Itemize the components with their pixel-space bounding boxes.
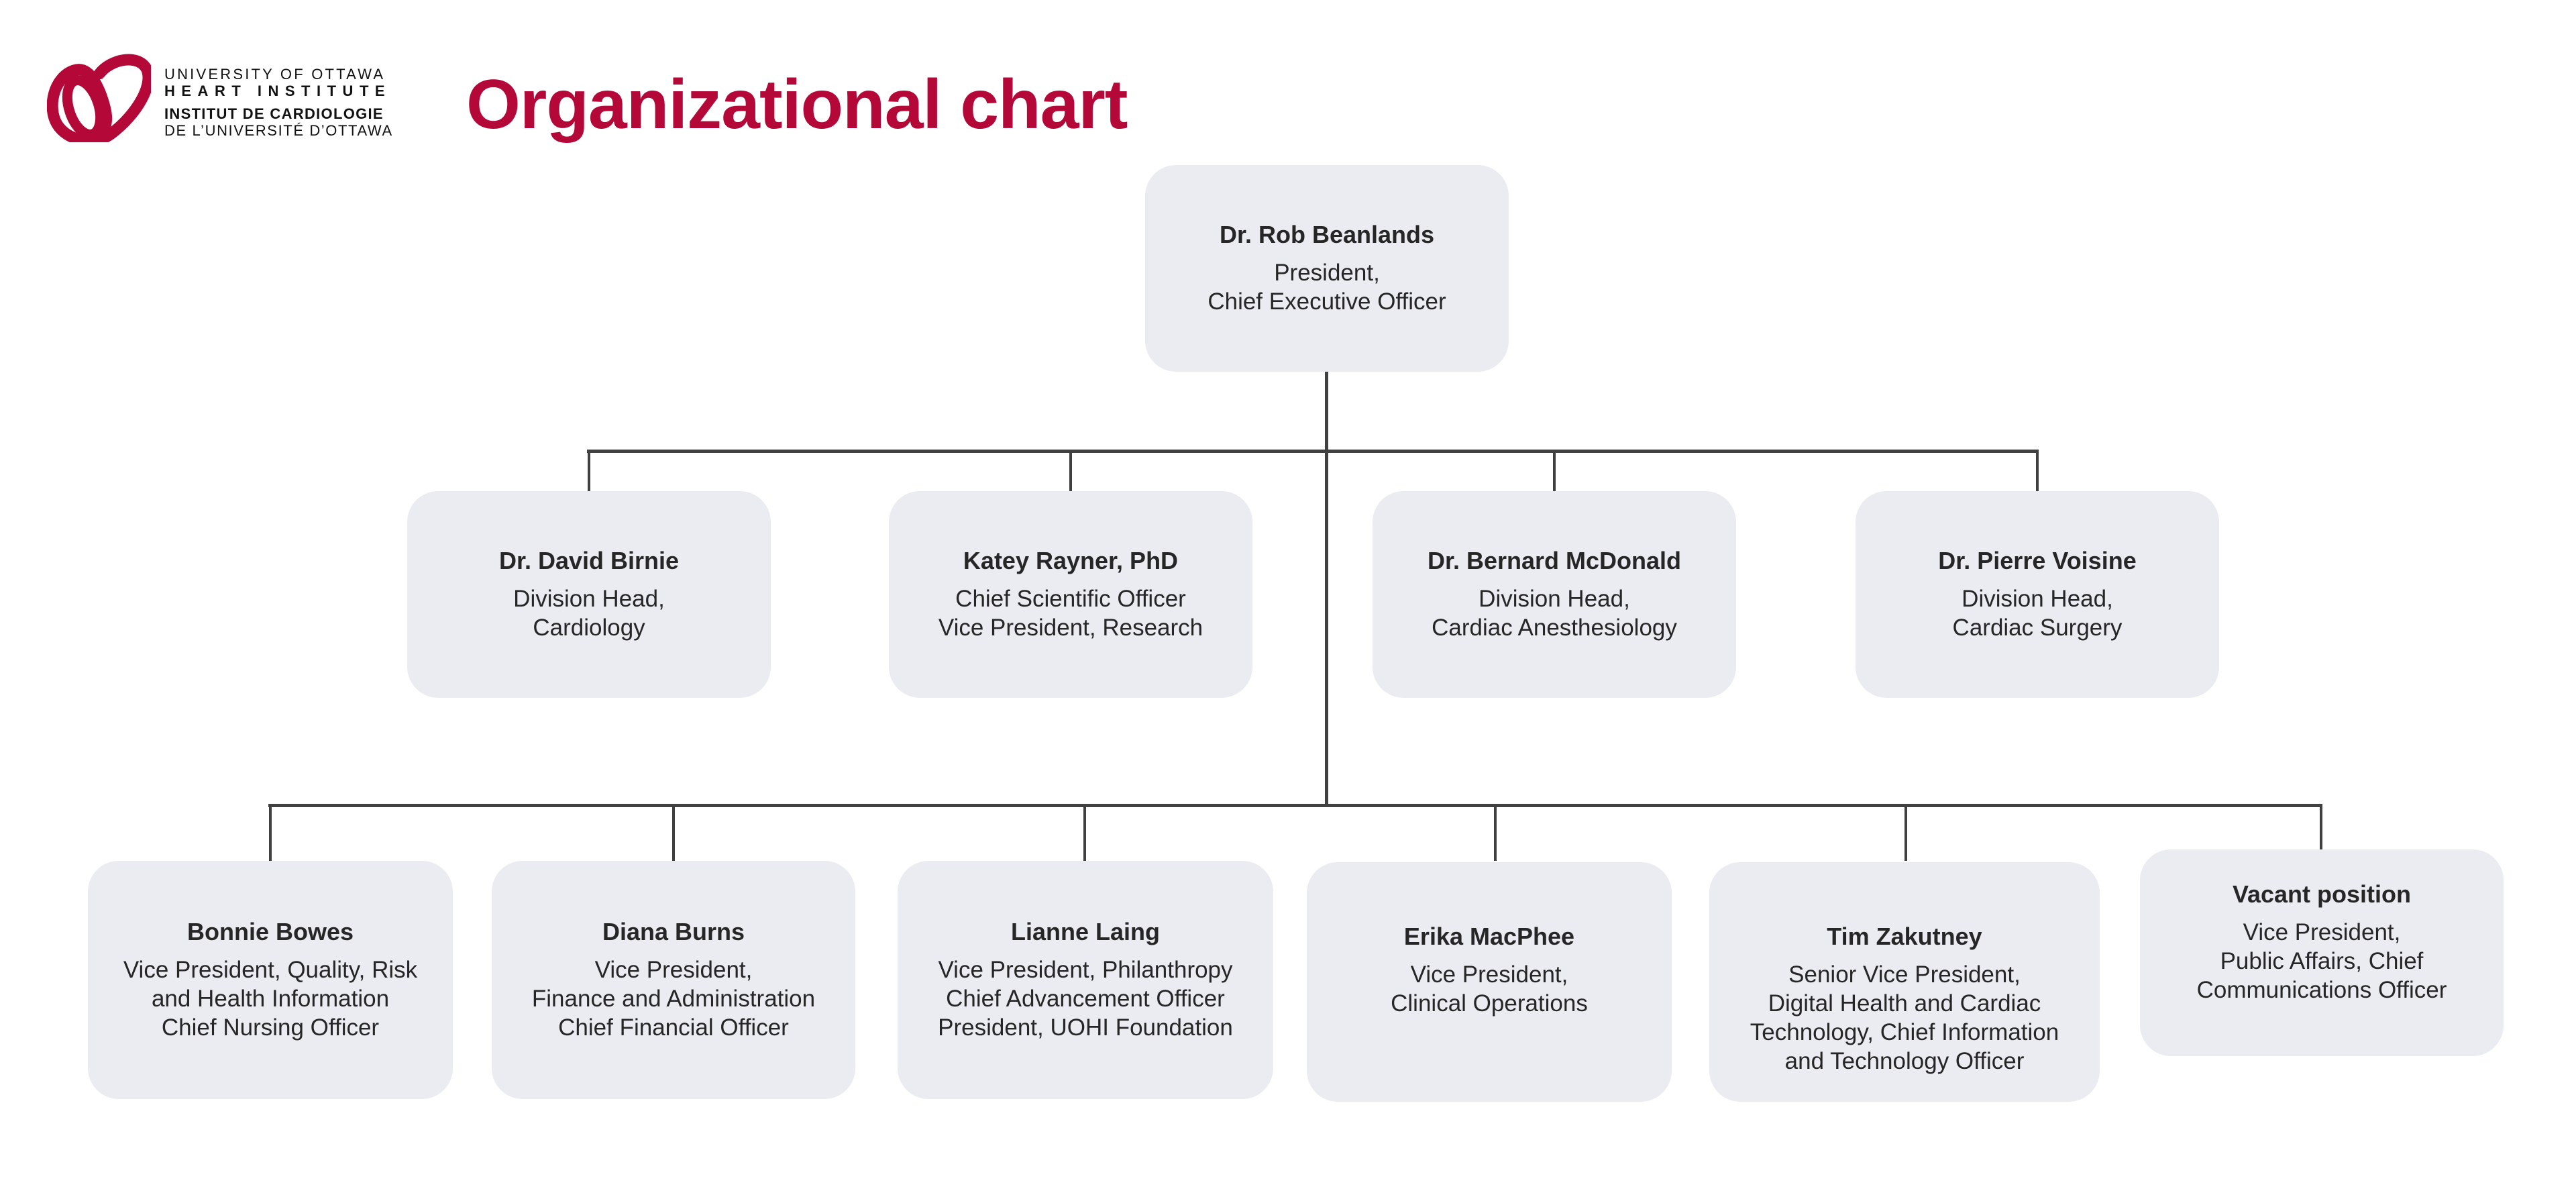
node-role-line: Vice President, (1410, 961, 1568, 988)
org-node-row2-1: Dr. David Birnie Division Head, Cardiolo… (407, 491, 771, 698)
connector-drop-row3-3 (1083, 804, 1086, 861)
node-role-line: Cardiology (533, 615, 645, 641)
org-node-row3-3: Lianne Laing Vice President, Philanthrop… (898, 861, 1273, 1099)
page-title: Organizational chart (466, 66, 1128, 144)
connector-trunk (1325, 371, 1328, 807)
node-role-line: Vice President, (2243, 919, 2401, 945)
node-name: Dr. Rob Beanlands (1219, 221, 1435, 248)
heart-institute-logo: UNIVERSITY OF OTTAWA HEART INSTITUTE INS… (47, 54, 402, 144)
logo-text-line-3: INSTITUT DE CARDIOLOGIE (164, 105, 384, 122)
logo-text-line-1: UNIVERSITY OF OTTAWA (164, 66, 386, 83)
node-role-line: and Technology Officer (1784, 1048, 2025, 1074)
org-node-row2-3: Dr. Bernard McDonald Division Head, Card… (1373, 491, 1736, 698)
org-node-row2-2: Katey Rayner, PhD Chief Scientific Offic… (889, 491, 1252, 698)
node-role-line: Clinical Operations (1391, 990, 1588, 1017)
node-role-line: Chief Financial Officer (558, 1014, 789, 1041)
node-role-line: Vice President, (594, 957, 753, 983)
node-role-line: Vice President, Research (938, 615, 1203, 641)
org-node-row3-6: Vacant position Vice President, Public A… (2140, 849, 2504, 1056)
connector-bus-row3 (268, 804, 2322, 807)
node-role-line: Chief Advancement Officer (946, 986, 1225, 1012)
node-role-line: Technology, Chief Information (1750, 1019, 2059, 1045)
node-name: Tim Zakutney (1827, 923, 1982, 950)
node-name: Erika MacPhee (1403, 923, 1575, 950)
org-node-row3-1: Bonnie Bowes Vice President, Quality, Ri… (88, 861, 453, 1099)
node-role-line: and Health Information (151, 986, 390, 1012)
node-role-line: Vice President, Philanthropy (938, 957, 1233, 983)
node-role-line: Senior Vice President, (1788, 961, 2021, 988)
node-role-line: Division Head, (513, 586, 665, 612)
node-name: Bonnie Bowes (186, 918, 354, 945)
connector-drop-row2-2 (1069, 450, 1072, 492)
node-role-line: Division Head, (1962, 586, 2113, 612)
node-name: Katey Rayner, PhD (963, 547, 1179, 574)
node-role-line: Public Affairs, Chief (2220, 948, 2424, 974)
node-name: Dr. Pierre Voisine (1938, 547, 2137, 574)
node-name: Diana Burns (602, 918, 745, 945)
connector-drop-row2-3 (1553, 450, 1556, 492)
node-role-line: Chief Scientific Officer (955, 586, 1186, 612)
node-role-line: Chief Nursing Officer (161, 1014, 380, 1041)
org-node-row3-2: Diana Burns Vice President, Finance and … (492, 861, 855, 1099)
node-role-line: Cardiac Surgery (1952, 615, 2123, 641)
node-role-line: President, (1274, 260, 1380, 286)
connector-bus-row2 (587, 450, 2039, 453)
node-role-line: Vice President, Quality, Risk (123, 957, 418, 983)
connector-drop-row2-4 (2036, 450, 2039, 492)
node-role-line: Division Head, (1479, 586, 1630, 612)
connector-drop-row3-5 (1904, 804, 1907, 861)
connector-drop-row3-4 (1494, 804, 1497, 861)
logo-text-line-2: HEART INSTITUTE (164, 83, 392, 99)
node-role-line: Digital Health and Cardiac (1768, 990, 2041, 1017)
node-name: Dr. Bernard McDonald (1427, 547, 1682, 574)
node-role-line: Chief Executive Officer (1208, 289, 1446, 315)
node-role-line: Cardiac Anesthesiology (1432, 615, 1677, 641)
connector-drop-row3-6 (2320, 804, 2322, 857)
org-node-row3-4: Erika MacPhee Vice President, Clinical O… (1307, 862, 1672, 1102)
org-node-row2-4: Dr. Pierre Voisine Division Head, Cardia… (1856, 491, 2219, 698)
node-role-line: President, UOHI Foundation (938, 1014, 1233, 1041)
org-node-ceo: Dr. Rob Beanlands President, Chief Execu… (1145, 165, 1509, 372)
node-name: Dr. David Birnie (498, 547, 680, 574)
node-role-line: Communications Officer (2196, 977, 2447, 1003)
logo-text-line-4: DE L’UNIVERSITÉ D’OTTAWA (164, 122, 393, 139)
org-node-row3-5: Tim Zakutney Senior Vice President, Digi… (1709, 862, 2100, 1102)
node-name: Lianne Laing (1010, 918, 1160, 945)
node-role-line: Finance and Administration (531, 986, 816, 1012)
node-name: Vacant position (2232, 880, 2412, 908)
connector-drop-row2-1 (588, 450, 590, 492)
heart-logo-icon (47, 54, 151, 142)
connector-drop-row3-2 (672, 804, 675, 861)
connector-drop-row3-1 (269, 804, 272, 861)
